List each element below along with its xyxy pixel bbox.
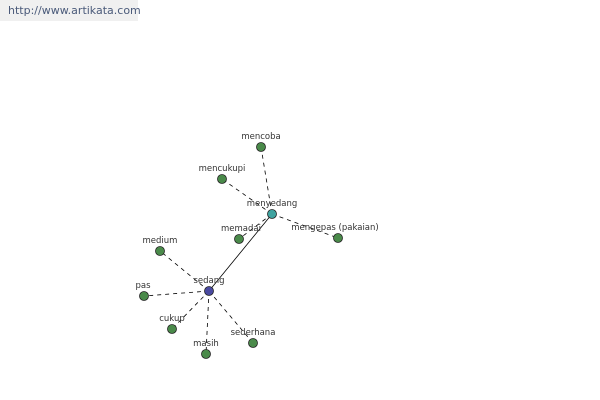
edge-sedang-cukup xyxy=(171,290,210,330)
watermark-url: http://www.artikata.com xyxy=(0,0,141,21)
node-sedang[interactable] xyxy=(204,286,214,296)
node-label-sedang: sedang xyxy=(193,276,224,286)
node-label-masih: masih xyxy=(193,339,219,349)
edge-menyedang-memadai xyxy=(238,213,273,240)
node-label-cukup: cukup xyxy=(159,314,185,324)
edges-layer xyxy=(143,146,339,355)
node-cukup[interactable] xyxy=(167,324,177,334)
edge-menyedang-mencoba xyxy=(260,146,273,215)
node-masih[interactable] xyxy=(201,349,211,359)
node-label-mencoba: mencoba xyxy=(241,132,280,142)
node-medium[interactable] xyxy=(155,246,165,256)
edge-sedang-medium xyxy=(159,250,210,292)
edge-sedang-sederhana xyxy=(208,290,254,344)
node-mencukupi[interactable] xyxy=(217,174,227,184)
node-label-mengepas: mengepas (pakaian) xyxy=(291,223,378,233)
node-label-memadai: memadai xyxy=(221,224,261,234)
node-label-mencukupi: mencukupi xyxy=(199,164,246,174)
node-pas[interactable] xyxy=(139,291,149,301)
edge-sedang-masih xyxy=(205,290,210,355)
node-memadai[interactable] xyxy=(234,234,244,244)
edge-sedang-menyedang xyxy=(208,213,273,292)
node-menyedang[interactable] xyxy=(267,209,277,219)
labels-layer: sedang menyedang mencoba mencukupi memadai me… xyxy=(135,132,378,349)
node-label-menyedang: menyedang xyxy=(247,199,298,209)
node-label-medium: medium xyxy=(143,236,178,246)
edge-menyedang-mengepas xyxy=(271,213,339,239)
node-mengepas[interactable] xyxy=(333,233,343,243)
node-mencoba[interactable] xyxy=(256,142,266,152)
edge-menyedang-mencukupi xyxy=(221,178,273,215)
node-sederhana[interactable] xyxy=(248,338,258,348)
edge-sedang-pas xyxy=(143,290,210,297)
nodes-layer xyxy=(139,142,343,359)
node-label-pas: pas xyxy=(135,281,151,291)
node-label-sederhana: sederhana xyxy=(231,328,276,338)
